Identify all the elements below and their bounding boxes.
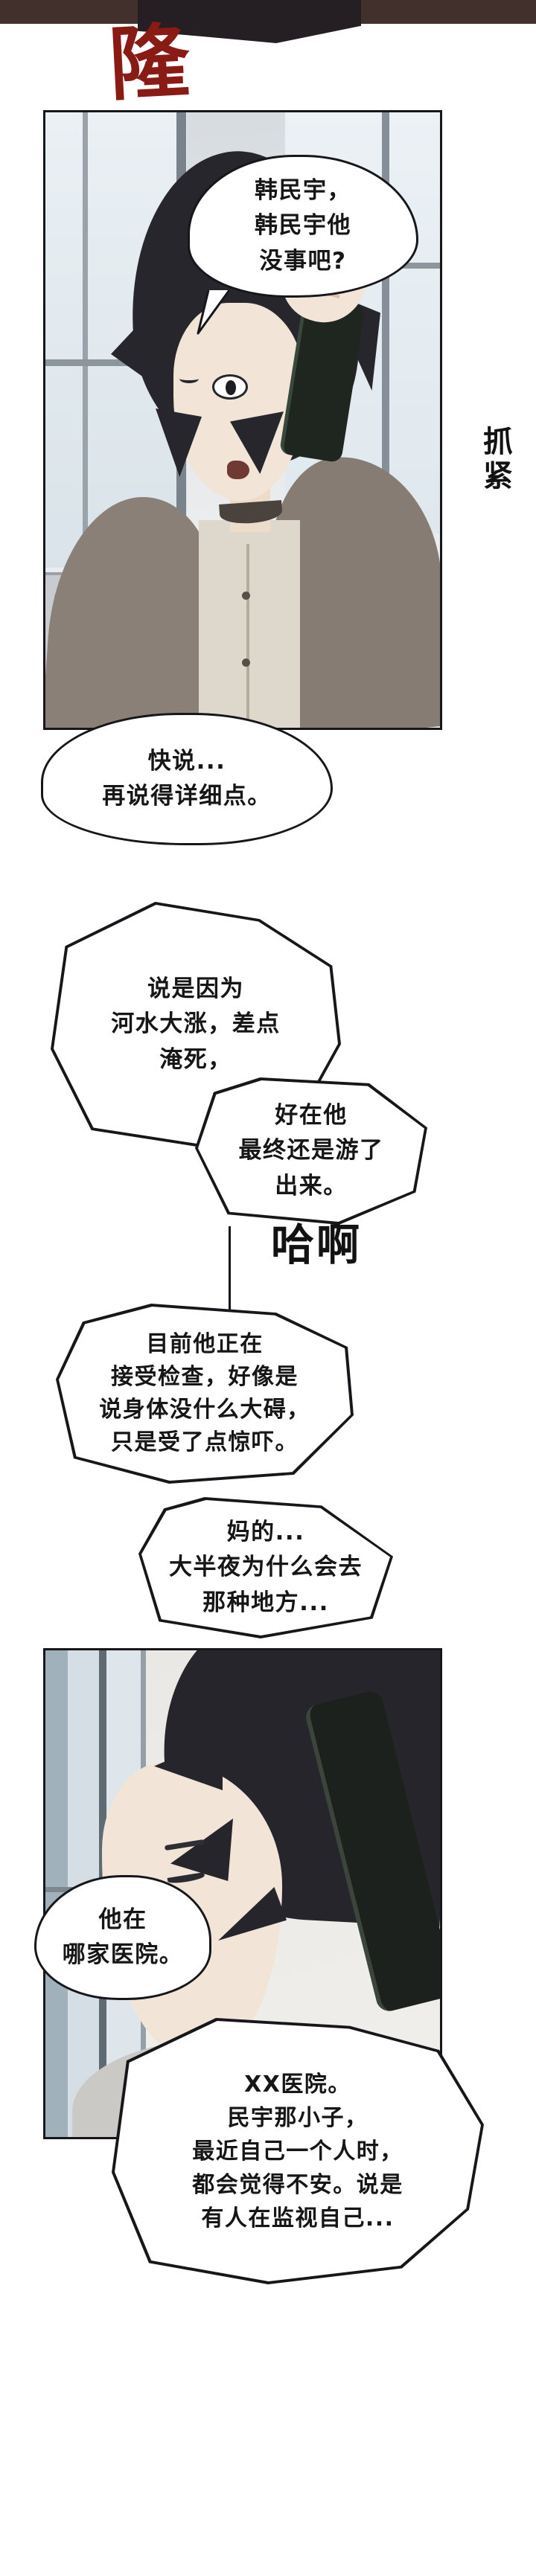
dialogue-line: 好在他 — [275, 1102, 348, 1130]
dialogue-line: 大半夜为什么会去 — [169, 1554, 363, 1581]
sfx-grip-text: 抓紧 — [478, 426, 512, 494]
speech-bubble-tail — [197, 289, 231, 335]
dialogue-line: 最终还是游了 — [238, 1137, 384, 1164]
speech-bubble-jagged: 目前他正在 接受检查，好像是 说身体没什么大碍， 只是受了点惊吓。 — [56, 1304, 354, 1484]
bubble-text: 目前他正在 接受检查，好像是 说身体没什么大碍， 只是受了点惊吓。 — [56, 1304, 354, 1484]
shirt-button — [242, 659, 250, 667]
dialogue-line: 没事吧? — [259, 247, 347, 275]
dialogue-line: 哪家医院。 — [62, 1941, 184, 1968]
speech-bubble-round: 他在 哪家医院。 — [34, 1875, 211, 2000]
bubble-text: XX医院。 民宇那小子， 最近自己一个人时， 都会觉得不安。说是 有人在监视自己… — [112, 2018, 484, 2284]
dialogue-line: 目前他正在 — [146, 1331, 264, 1358]
speech-bubble-jagged: 妈的... 大半夜为什么会去 那种地方... — [138, 1497, 393, 1638]
dialogue-line: 韩民宇， — [255, 177, 351, 205]
character-eye — [212, 374, 248, 400]
dialogue-line: 妈的... — [226, 1519, 305, 1546]
character-mouth-open — [227, 461, 249, 479]
dialogue-line: 都会觉得不安。说是 — [192, 2171, 403, 2198]
dialogue-line: 快说... — [147, 747, 226, 775]
character-eye-covered — [179, 374, 199, 383]
dialogue-line: 只是受了点惊吓。 — [111, 1429, 299, 1455]
dialogue-line: 他在 — [98, 1906, 147, 1933]
sfx-rumble-text: 隆 — [106, 15, 192, 112]
dialogue-line: 再说得详细点。 — [102, 783, 272, 810]
speech-bubble-jagged: XX医院。 民宇那小子， 最近自己一个人时， 都会觉得不安。说是 有人在监视自己… — [112, 2018, 484, 2284]
dialogue-line: 河水大涨，差点 — [111, 1010, 281, 1038]
window-frame — [83, 112, 88, 568]
bubble-fill — [115, 2021, 481, 2281]
window-frame — [382, 112, 389, 534]
bubble-text: 妈的... 大半夜为什么会去 那种地方... — [138, 1497, 393, 1638]
dialogue-line: 民宇那小子， — [227, 2104, 368, 2131]
panel-phone-call-front — [43, 110, 442, 730]
dialogue-line: 说是因为 — [147, 975, 244, 1003]
speech-bubble-round: 韩民宇， 韩民宇他 没事吧? — [188, 155, 418, 298]
speech-bubble-round: 快说... 再说得详细点。 — [41, 713, 333, 845]
dialogue-line: 说身体没什么大碍， — [99, 1397, 310, 1423]
bubble-text: 说是因为 河水大涨，差点 淹死， — [51, 902, 341, 1147]
bubble-fill — [59, 1307, 351, 1481]
speech-tail-line — [229, 1226, 231, 1313]
dialogue-line: 接受检查，好像是 — [111, 1364, 299, 1391]
dialogue-line: 最近自己一个人时， — [192, 2138, 403, 2165]
dialogue-line: 出来。 — [275, 1172, 348, 1199]
shirt-button — [242, 592, 250, 600]
dialogue-line: 那种地方... — [202, 1589, 329, 1616]
window-frame — [45, 359, 187, 366]
dialogue-line: 淹死， — [159, 1045, 232, 1073]
sfx-sigh-text: 哈啊 — [271, 1220, 363, 1270]
bubble-text: 好在他 最终还是游了 出来。 — [195, 1077, 427, 1225]
dialogue-line: 有人在监视自己... — [201, 2205, 395, 2231]
character-pupil — [226, 380, 236, 395]
speech-bubble-jagged: 好在他 最终还是游了 出来。 — [195, 1077, 427, 1225]
shirt-placket — [246, 544, 249, 728]
dialogue-line: XX医院。 — [244, 2071, 351, 2098]
character-shirt — [199, 520, 300, 728]
dialogue-line: 韩民宇他 — [255, 212, 351, 240]
bubble-fill — [198, 1080, 424, 1222]
